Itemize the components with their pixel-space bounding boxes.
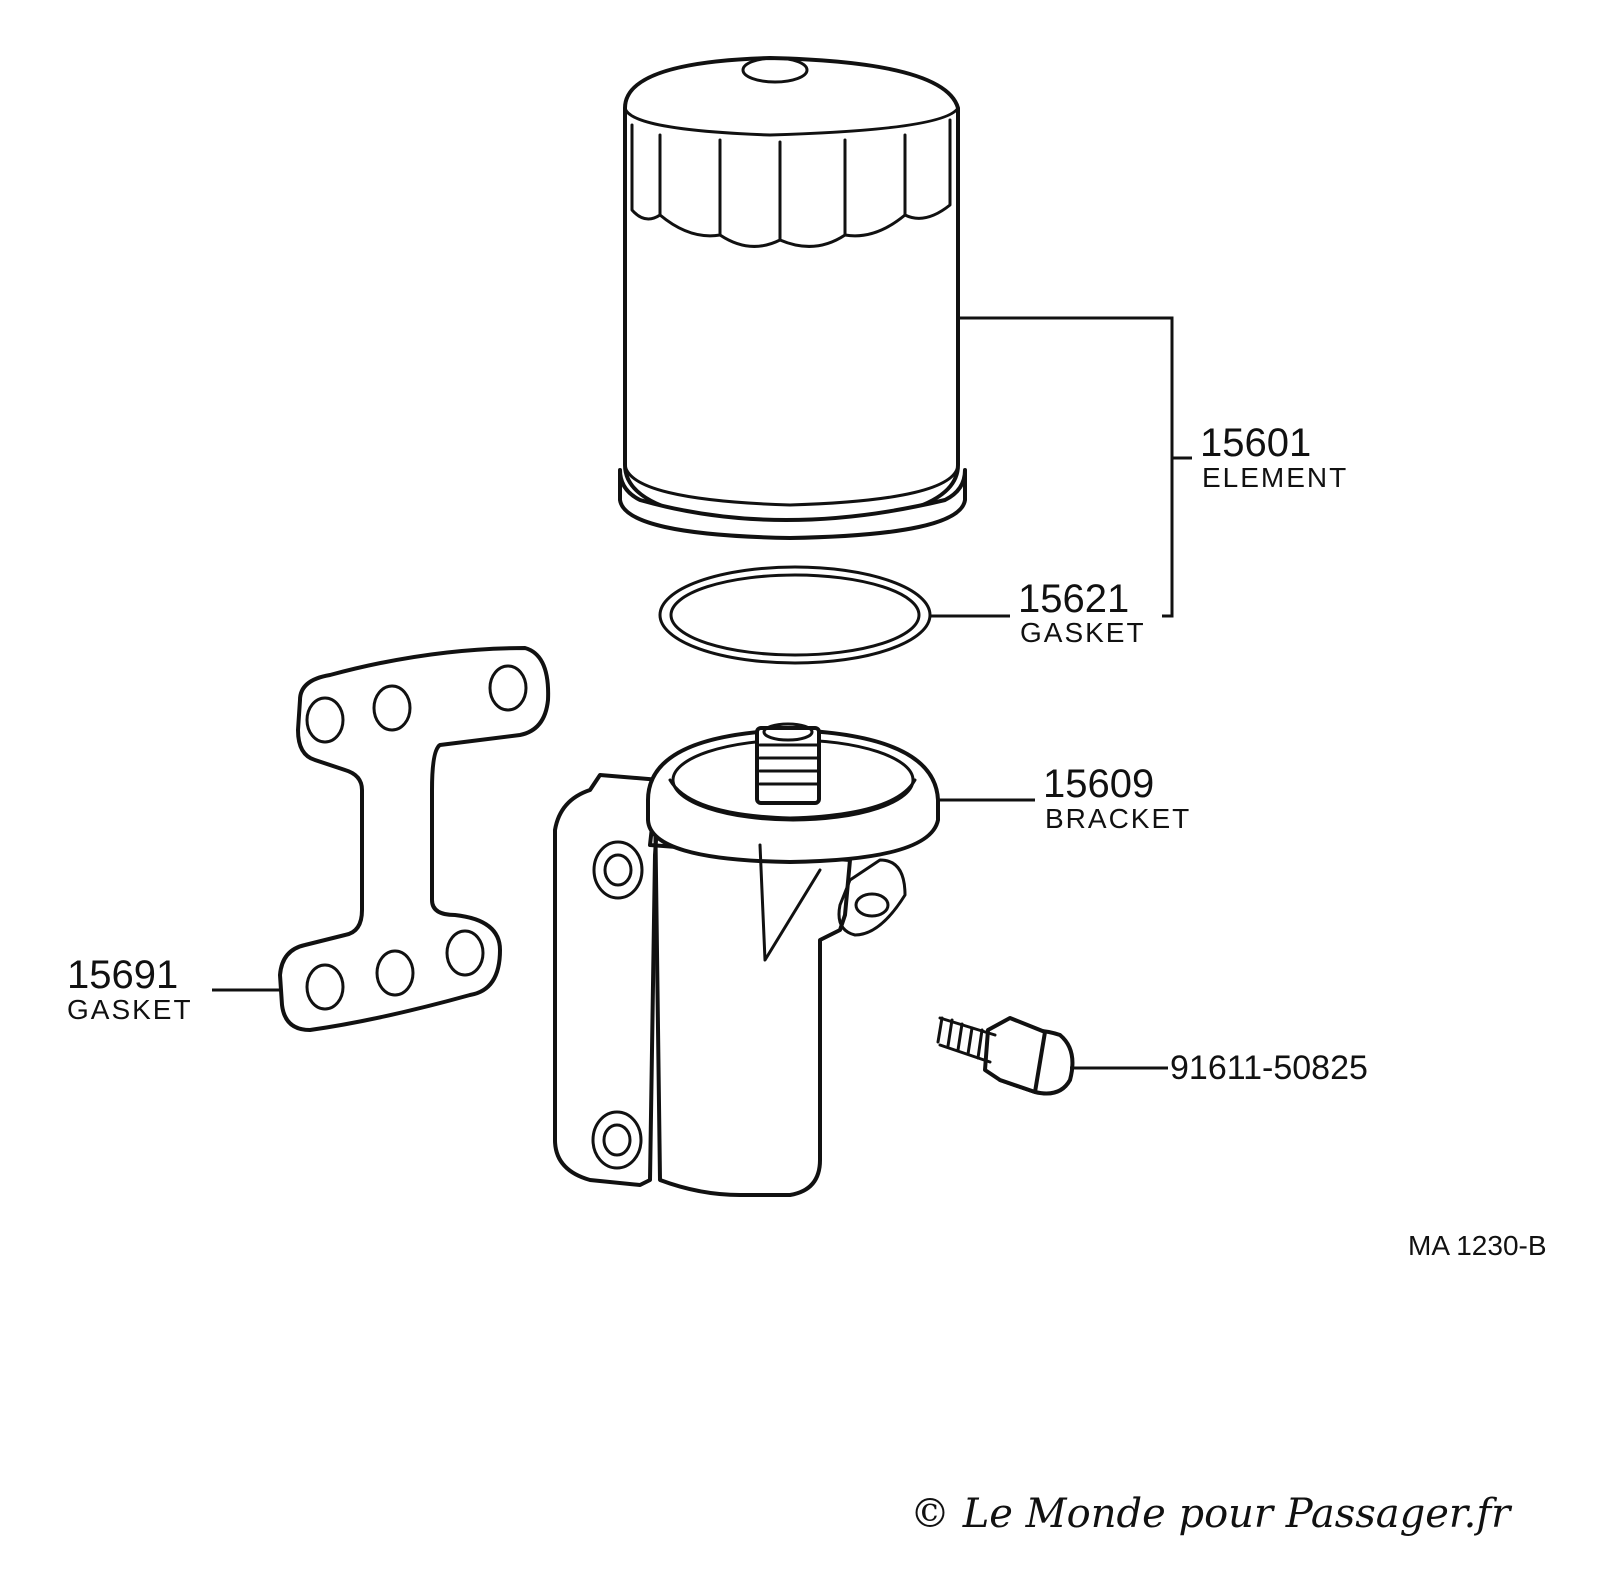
bracket-part-name: BRACKET: [1045, 803, 1191, 834]
o-ring-gasket: [658, 565, 932, 665]
filter-bracket: [553, 722, 940, 1197]
flange-gasket: [278, 646, 551, 1032]
copyright-notice: © Le Monde pour Passager.fr: [910, 1491, 1513, 1537]
flange-gasket-part-name: GASKET: [67, 994, 193, 1025]
leader-lines: [212, 316, 1192, 1070]
element-part-number: 15601: [1200, 421, 1311, 465]
bracket-part-number: 15609: [1043, 762, 1154, 806]
diagram-reference-code: MA 1230-B: [1408, 1230, 1547, 1261]
o-ring-gasket-part-name: GASKET: [1020, 617, 1146, 648]
bolt-part-number: 91611-50825: [1170, 1049, 1368, 1087]
oil-filter-element: [618, 56, 967, 540]
o-ring-gasket-part-number: 15621: [1018, 577, 1129, 621]
element-part-name: ELEMENT: [1202, 462, 1348, 493]
hex-bolt: [936, 1016, 1075, 1096]
flange-gasket-part-number: 15691: [67, 953, 178, 997]
